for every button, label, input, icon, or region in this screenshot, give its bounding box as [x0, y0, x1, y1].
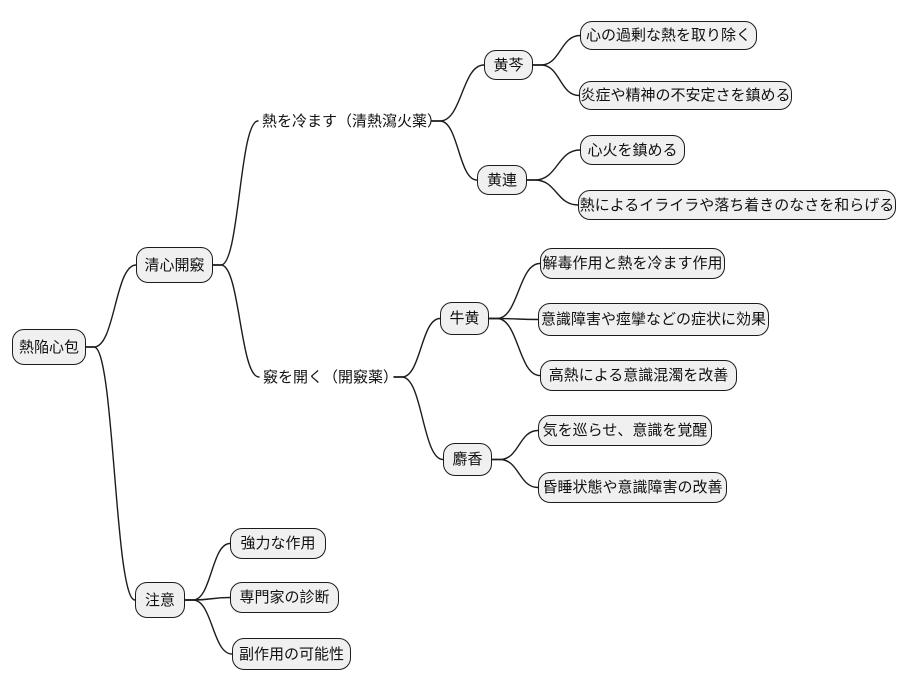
mindmap-node-b1[interactable]: 清心開竅	[136, 247, 213, 283]
mindmap-node-l10[interactable]: 強力な作用	[230, 528, 326, 559]
connector-h2-l3	[526, 149, 581, 181]
connector-b2-l12	[184, 599, 233, 655]
mindmap-node-l2[interactable]: 炎症や精神の不安定さを鎮める	[579, 81, 792, 110]
connector-h1-l1	[532, 34, 581, 66]
mindmap-node-l3[interactable]: 心火を鎮める	[580, 135, 685, 165]
mindmap-node-l8[interactable]: 気を巡らせ、意識を覚醒	[538, 415, 712, 446]
mindmap-node-l12[interactable]: 副作用の可能性	[232, 638, 351, 670]
connector-h1-l2	[532, 64, 580, 97]
mindmap-node-h2[interactable]: 黄連	[477, 165, 527, 195]
connector-root-b1	[85, 264, 137, 348]
connector-t1-h2	[431, 120, 478, 181]
connector-root-b2	[85, 346, 136, 601]
connector-b2-l10	[184, 542, 231, 601]
connector-b1-t1	[212, 120, 259, 266]
mindmap-node-h4[interactable]: 麝香	[443, 443, 492, 476]
connector-h3-l5	[488, 262, 541, 320]
connector-h3-l7	[488, 317, 541, 377]
mindmap-node-t1[interactable]: 熱を冷ます（清熱瀉火薬）	[262, 112, 443, 130]
mindmap-node-root[interactable]: 熱陥心包	[12, 329, 86, 365]
mindmap-node-l7[interactable]: 高熱による意識混濁を改善	[540, 360, 737, 391]
connector-t2-h4	[393, 376, 444, 461]
mindmap-node-l5[interactable]: 解毒作用と熱を冷ます作用	[540, 248, 725, 279]
connector-h2-l4	[526, 179, 579, 206]
mindmap-node-l9[interactable]: 昏睡状態や意識障害の改善	[538, 472, 727, 503]
mindmap-node-l4[interactable]: 熱によるイライラや落ち着きのなさを和らげる	[578, 190, 896, 220]
mindmap-node-t2[interactable]: 竅を開く（開竅薬）	[263, 368, 399, 386]
mindmap-node-h3[interactable]: 牛黄	[440, 302, 489, 335]
mindmap-node-b2[interactable]: 注意	[135, 582, 185, 618]
connector-h4-l8	[491, 429, 539, 461]
mindmap-node-l6[interactable]: 意識障害や痙攣などの症状に効果	[538, 303, 769, 336]
connector-b1-t2	[212, 264, 260, 378]
mindmap-node-l1[interactable]: 心の過剰な熱を取り除く	[580, 21, 757, 50]
connector-h4-l9	[491, 458, 539, 489]
mindmap-node-l11[interactable]: 専門家の診断	[230, 582, 339, 613]
connector-t2-h3	[393, 317, 441, 378]
mindmap-node-h1[interactable]: 黄芩	[484, 50, 533, 80]
